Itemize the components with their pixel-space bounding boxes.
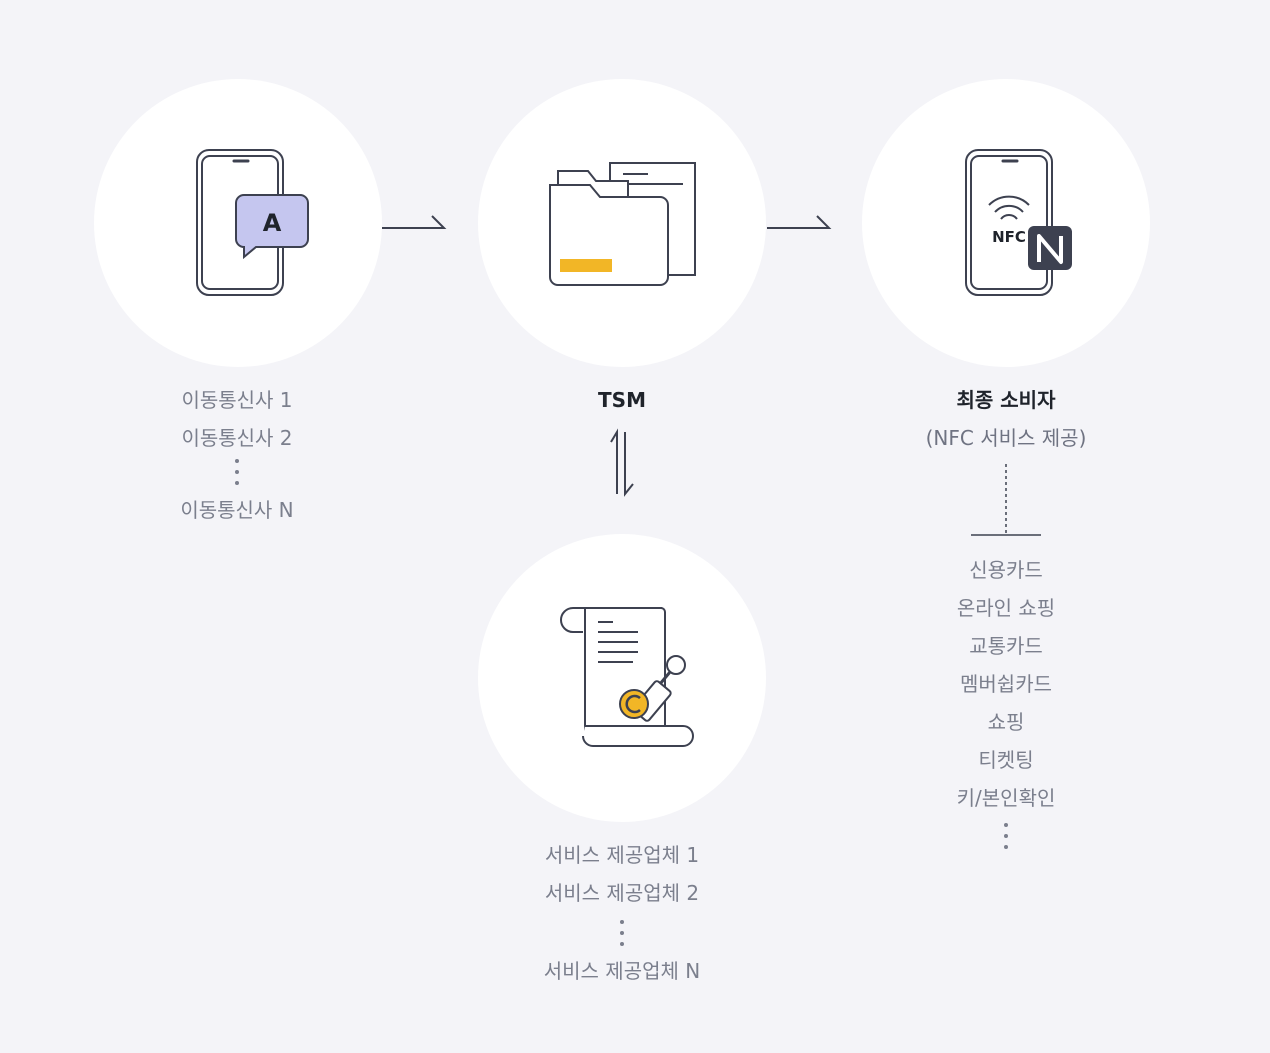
service-item: 쇼핑 xyxy=(987,710,1025,734)
arrow-carrier-to-tsm xyxy=(382,215,447,229)
phone-nfc-icon: NFC xyxy=(965,149,1072,296)
folder-documents-icon xyxy=(549,162,696,286)
service-item: 온라인 쇼핑 xyxy=(956,596,1056,620)
carrier-circle: A xyxy=(94,79,382,367)
provider-list: 서비스 제공업체 1 서비스 제공업체 2 서비스 제공업체 N xyxy=(502,836,742,990)
consumer-circle: NFC xyxy=(862,79,1150,367)
tsm-circle xyxy=(478,79,766,367)
chat-letter: A xyxy=(263,209,282,237)
phone-chat-icon: A xyxy=(196,149,309,296)
consumer-tree-connector xyxy=(971,464,1041,536)
arrow-tsm-to-consumer xyxy=(767,215,832,229)
carrier-list: 이동통신사 1 이동통신사 2 이동통신사 N xyxy=(137,381,337,529)
carrier-item-1: 이동통신사 1 xyxy=(181,388,293,412)
carrier-item-n: 이동통신사 N xyxy=(180,498,294,522)
ellipsis-icon xyxy=(1004,821,1008,851)
arrow-tsm-provider-bidirectional xyxy=(610,428,634,497)
provider-item-2: 서비스 제공업체 2 xyxy=(544,881,700,905)
consumer-service-list: 신용카드 온라인 쇼핑 교통카드 멤버쉽카드 쇼핑 티켓팅 키/본인확인 xyxy=(906,551,1106,851)
service-item: 티켓팅 xyxy=(978,748,1034,772)
service-item: 키/본인확인 xyxy=(956,786,1056,810)
consumer-subtitle: (NFC 서비스 제공) xyxy=(925,426,1087,450)
tsm-title: TSM xyxy=(598,388,646,412)
ellipsis-icon xyxy=(620,918,624,948)
provider-item-1: 서비스 제공업체 1 xyxy=(544,843,700,867)
ellipsis-icon xyxy=(235,457,239,487)
certificate-stamp-icon xyxy=(559,607,694,747)
nfc-label: NFC xyxy=(992,228,1026,246)
carrier-item-2: 이동통신사 2 xyxy=(181,426,293,450)
provider-circle xyxy=(478,534,766,822)
consumer-title: 최종 소비자 xyxy=(956,388,1056,412)
tsm-label-wrap: TSM xyxy=(522,381,722,419)
service-item: 신용카드 xyxy=(969,558,1043,582)
service-item: 멤버쉽카드 xyxy=(960,672,1052,696)
consumer-label-wrap: 최종 소비자 (NFC 서비스 제공) xyxy=(886,381,1126,457)
service-item: 교통카드 xyxy=(969,634,1043,658)
provider-item-n: 서비스 제공업체 N xyxy=(543,959,701,983)
